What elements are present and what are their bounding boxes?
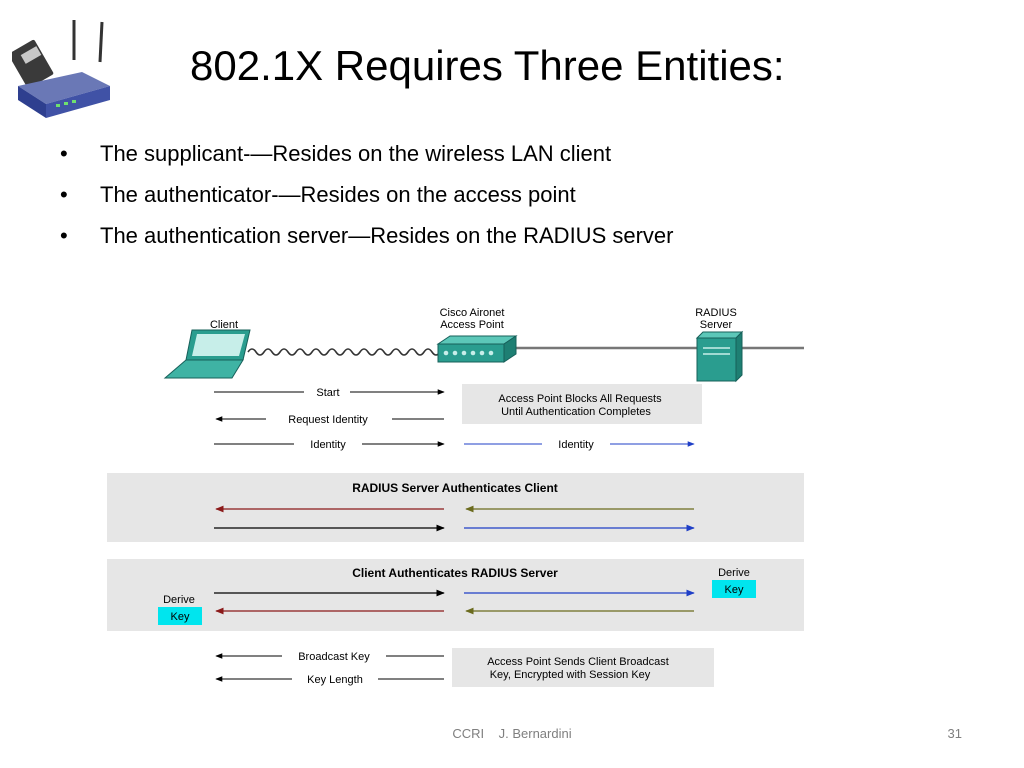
bullet-list: The supplicant-—Resides on the wireless … [60, 133, 673, 256]
broadcast-note: Access Point Sends Client Broadcast Key,… [452, 648, 714, 687]
derive-right-key: Key [725, 584, 744, 596]
flow-identity-server: Identity [464, 439, 695, 451]
network-backbone [247, 346, 804, 356]
flow-request-identity: Request Identity [215, 414, 444, 426]
footer-author: CCRI J. Bernardini [452, 726, 572, 741]
server-auth-heading: RADIUS Server Authenticates Client [352, 481, 558, 495]
flow-start: Start [214, 387, 445, 399]
identity-right-label: Identity [558, 439, 594, 451]
bullet-supplicant: The supplicant-—Resides on the wireless … [60, 133, 673, 174]
radius-server-icon [695, 330, 744, 383]
broadcast-key-label: Broadcast Key [298, 651, 370, 663]
wireless-router-and-pc-card-icon [12, 20, 110, 118]
radius-server-label-line2: Server [700, 319, 733, 331]
access-point-label-line1: Cisco Aironet [440, 307, 505, 319]
client-label: Client [210, 319, 238, 331]
bullet-authentication-server: The authentication server—Resides on the… [60, 215, 673, 256]
key-length-label: Key Length [307, 674, 363, 686]
page-title: 802.1X Requires Three Entities: [190, 42, 785, 89]
ap-blocks-note: Access Point Blocks All Requests Until A… [462, 384, 702, 424]
eap-flow-diagram: Client Cisco Aironet Access Point RADIUS… [107, 307, 804, 687]
bullet-authenticator: The authenticator-—Resides on the access… [60, 174, 673, 215]
derive-right-key-box [712, 580, 756, 598]
request-identity-label: Request Identity [288, 414, 368, 426]
slide-number: 31 [947, 726, 962, 741]
flow-key-length: Key Length [215, 674, 444, 686]
broadcast-note-line2: Key, Encrypted with Session Key [490, 669, 651, 681]
radius-server-label-line1: RADIUS [695, 307, 737, 319]
access-point-icon [436, 335, 518, 363]
derive-left-key-box [158, 607, 202, 625]
start-label: Start [316, 387, 339, 399]
ap-blocks-note-line2: Until Authentication Completes [501, 406, 651, 418]
derive-right-label: Derive [718, 567, 750, 579]
derive-left-key: Key [171, 611, 190, 623]
identity-left-label: Identity [310, 439, 346, 451]
wireless-link [247, 348, 441, 356]
client-auth-heading: Client Authenticates RADIUS Server [352, 566, 558, 580]
flow-identity-client: Identity [214, 439, 445, 451]
derive-left-label: Derive [163, 594, 195, 606]
flow-broadcast-key: Broadcast Key [215, 651, 444, 663]
section-server-authenticates-client: RADIUS Server Authenticates Client [107, 473, 804, 542]
section-client-authenticates-server: Client Authenticates RADIUS Server Deriv… [107, 559, 804, 631]
laptop-icon [163, 329, 251, 379]
ap-blocks-note-line1: Access Point Blocks All Requests [498, 393, 662, 405]
access-point-label-line2: Access Point [440, 319, 504, 331]
broadcast-note-line1: Access Point Sends Client Broadcast [487, 656, 669, 668]
